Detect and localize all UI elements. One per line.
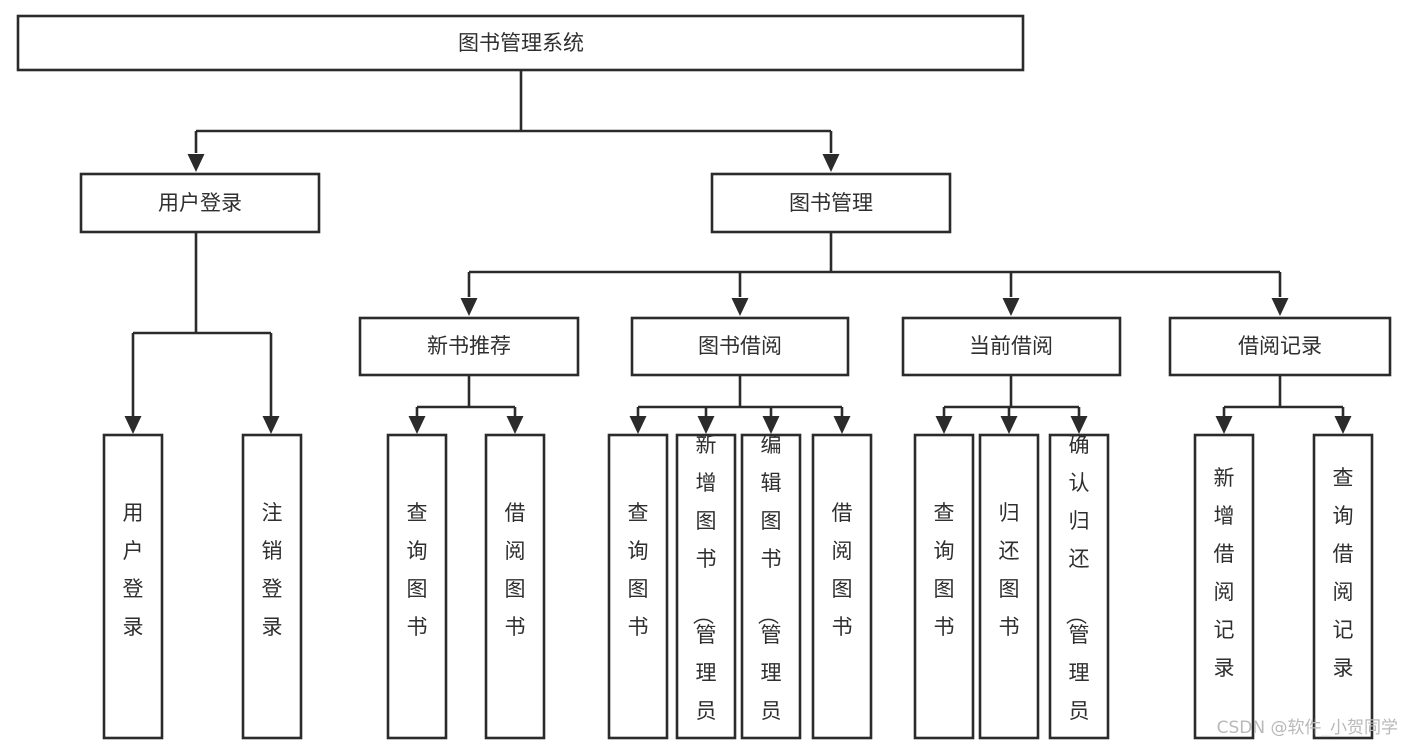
arrow-to-leaf-user-login [124, 416, 142, 434]
connector-userlogin-to-leaves [124, 232, 280, 434]
leaf-edit-book-box[interactable] [740, 433, 802, 740]
leaf-borrow-book-label: 借阅图书 [832, 501, 853, 639]
arrow-to-user-login [187, 154, 205, 172]
arrow-to-leaf-borrow-book-a [506, 416, 524, 434]
connector-root-to-level2 [187, 70, 840, 172]
node-book-manage-box[interactable] [710, 172, 952, 234]
leaf-add-book-box[interactable] [675, 433, 737, 740]
leaf-logout[interactable]: 注销登录 [241, 433, 303, 740]
node-book-borrow-label: 图书借阅 [698, 334, 782, 358]
node-new-book-recommend[interactable]: 新书推荐 [358, 316, 580, 377]
node-book-manage[interactable]: 图书管理 [710, 172, 952, 234]
leaf-query-book-current-label: 查询图书 [934, 501, 955, 639]
leaf-query-borrow-record[interactable]: 查询借阅记录 [1312, 433, 1374, 740]
node-new-book-recommend-label: 新书推荐 [427, 334, 511, 358]
connector-currentborrow-to-leaves [935, 375, 1088, 434]
leaf-query-book-current-box[interactable] [913, 433, 975, 740]
node-book-borrow-box[interactable] [630, 316, 850, 377]
leaf-add-borrow-record-label: 新增借阅记录 [1214, 466, 1235, 680]
arrow-to-leaf-add-book [697, 416, 715, 434]
node-borrow-record[interactable]: 借阅记录 [1168, 316, 1392, 377]
arrow-to-current-borrow [1002, 298, 1020, 316]
leaf-borrow-book-box[interactable] [811, 433, 873, 740]
connector-newbook-to-leaves [408, 375, 524, 434]
leaf-confirm-return-label: 确认归还（管理员） [1064, 433, 1090, 747]
node-root-system-label: 图书管理系统 [458, 31, 584, 55]
leaf-query-borrow-record-box[interactable] [1312, 433, 1374, 740]
arrow-to-leaf-return-book [1000, 416, 1018, 434]
leaf-confirm-return[interactable]: 确认归还（管理员） [1048, 433, 1110, 747]
connector-bookmanage-to-level3 [460, 232, 1289, 316]
leaf-borrow-book-recommend-label: 借阅图书 [505, 501, 526, 639]
node-user-login[interactable]: 用户登录 [79, 172, 321, 234]
node-book-borrow[interactable]: 图书借阅 [630, 316, 850, 377]
leaf-return-book-label: 归还图书 [999, 501, 1020, 639]
leaf-edit-book[interactable]: 编辑图书（管理员） [740, 433, 802, 747]
node-current-borrow[interactable]: 当前借阅 [901, 316, 1122, 377]
node-root-system-box[interactable] [16, 14, 1025, 72]
arrow-to-new-book-recommend [460, 298, 478, 316]
leaf-return-book[interactable]: 归还图书 [978, 433, 1040, 740]
leaf-query-book-borrow[interactable]: 查询图书 [607, 433, 669, 740]
arrow-to-book-manage [822, 154, 840, 172]
node-new-book-recommend-box[interactable] [358, 316, 580, 377]
leaf-logout-box[interactable] [241, 433, 303, 740]
leaf-query-book-recommend-label: 查询图书 [407, 501, 428, 639]
leaf-query-book-borrow-box[interactable] [607, 433, 669, 740]
arrow-to-leaf-logout [262, 416, 280, 434]
leaf-logout-label: 注销登录 [262, 501, 283, 639]
arrow-to-book-borrow [731, 298, 749, 316]
arrow-to-leaf-query-record [1334, 416, 1352, 434]
arrow-to-leaf-edit-book [762, 416, 780, 434]
connector-bookborrow-to-leaves [629, 375, 851, 434]
leaf-user-login-label: 用户登录 [123, 501, 144, 639]
csdn-watermark: CSDN @软件_小贺同学 [1217, 718, 1398, 738]
connector-borrowrecord-to-leaves [1215, 375, 1352, 434]
node-borrow-record-box[interactable] [1168, 316, 1392, 377]
leaf-user-login-box[interactable] [102, 433, 164, 740]
leaf-borrow-book-recommend-box[interactable] [484, 433, 546, 740]
leaf-query-book-current[interactable]: 查询图书 [913, 433, 975, 740]
leaf-add-book[interactable]: 新增图书（管理员） [675, 433, 737, 747]
node-book-manage-label: 图书管理 [789, 191, 873, 215]
arrow-to-leaf-query-book-a [408, 416, 426, 434]
leaf-return-book-box[interactable] [978, 433, 1040, 740]
leaf-confirm-return-box[interactable] [1048, 433, 1110, 740]
leaf-query-book-recommend-box[interactable] [386, 433, 448, 740]
arrow-to-leaf-confirm-return [1070, 416, 1088, 434]
arrow-to-leaf-borrow-book-b [833, 416, 851, 434]
leaf-query-book-recommend[interactable]: 查询图书 [386, 433, 448, 740]
node-root-system[interactable]: 图书管理系统 [16, 14, 1025, 72]
leaf-add-book-label: 新增图书（管理员） [691, 433, 717, 747]
arrow-to-borrow-record [1271, 298, 1289, 316]
node-current-borrow-box[interactable] [901, 316, 1122, 377]
node-user-login-box[interactable] [79, 172, 321, 234]
leaf-borrow-book[interactable]: 借阅图书 [811, 433, 873, 740]
leaf-add-borrow-record[interactable]: 新增借阅记录 [1193, 433, 1255, 740]
leaf-query-borrow-record-label: 查询借阅记录 [1333, 466, 1354, 680]
leaf-edit-book-label: 编辑图书（管理员） [756, 433, 782, 747]
arrow-to-leaf-query-book-c [935, 416, 953, 434]
node-user-login-label: 用户登录 [158, 191, 242, 215]
leaf-add-borrow-record-box[interactable] [1193, 433, 1255, 740]
leaf-borrow-book-recommend[interactable]: 借阅图书 [484, 433, 546, 740]
node-borrow-record-label: 借阅记录 [1238, 334, 1322, 358]
leaf-query-book-borrow-label: 查询图书 [628, 501, 649, 639]
leaf-user-login[interactable]: 用户登录 [102, 433, 164, 740]
node-current-borrow-label: 当前借阅 [969, 334, 1053, 358]
arrow-to-leaf-add-record [1215, 416, 1233, 434]
arrow-to-leaf-query-book-b [629, 416, 647, 434]
